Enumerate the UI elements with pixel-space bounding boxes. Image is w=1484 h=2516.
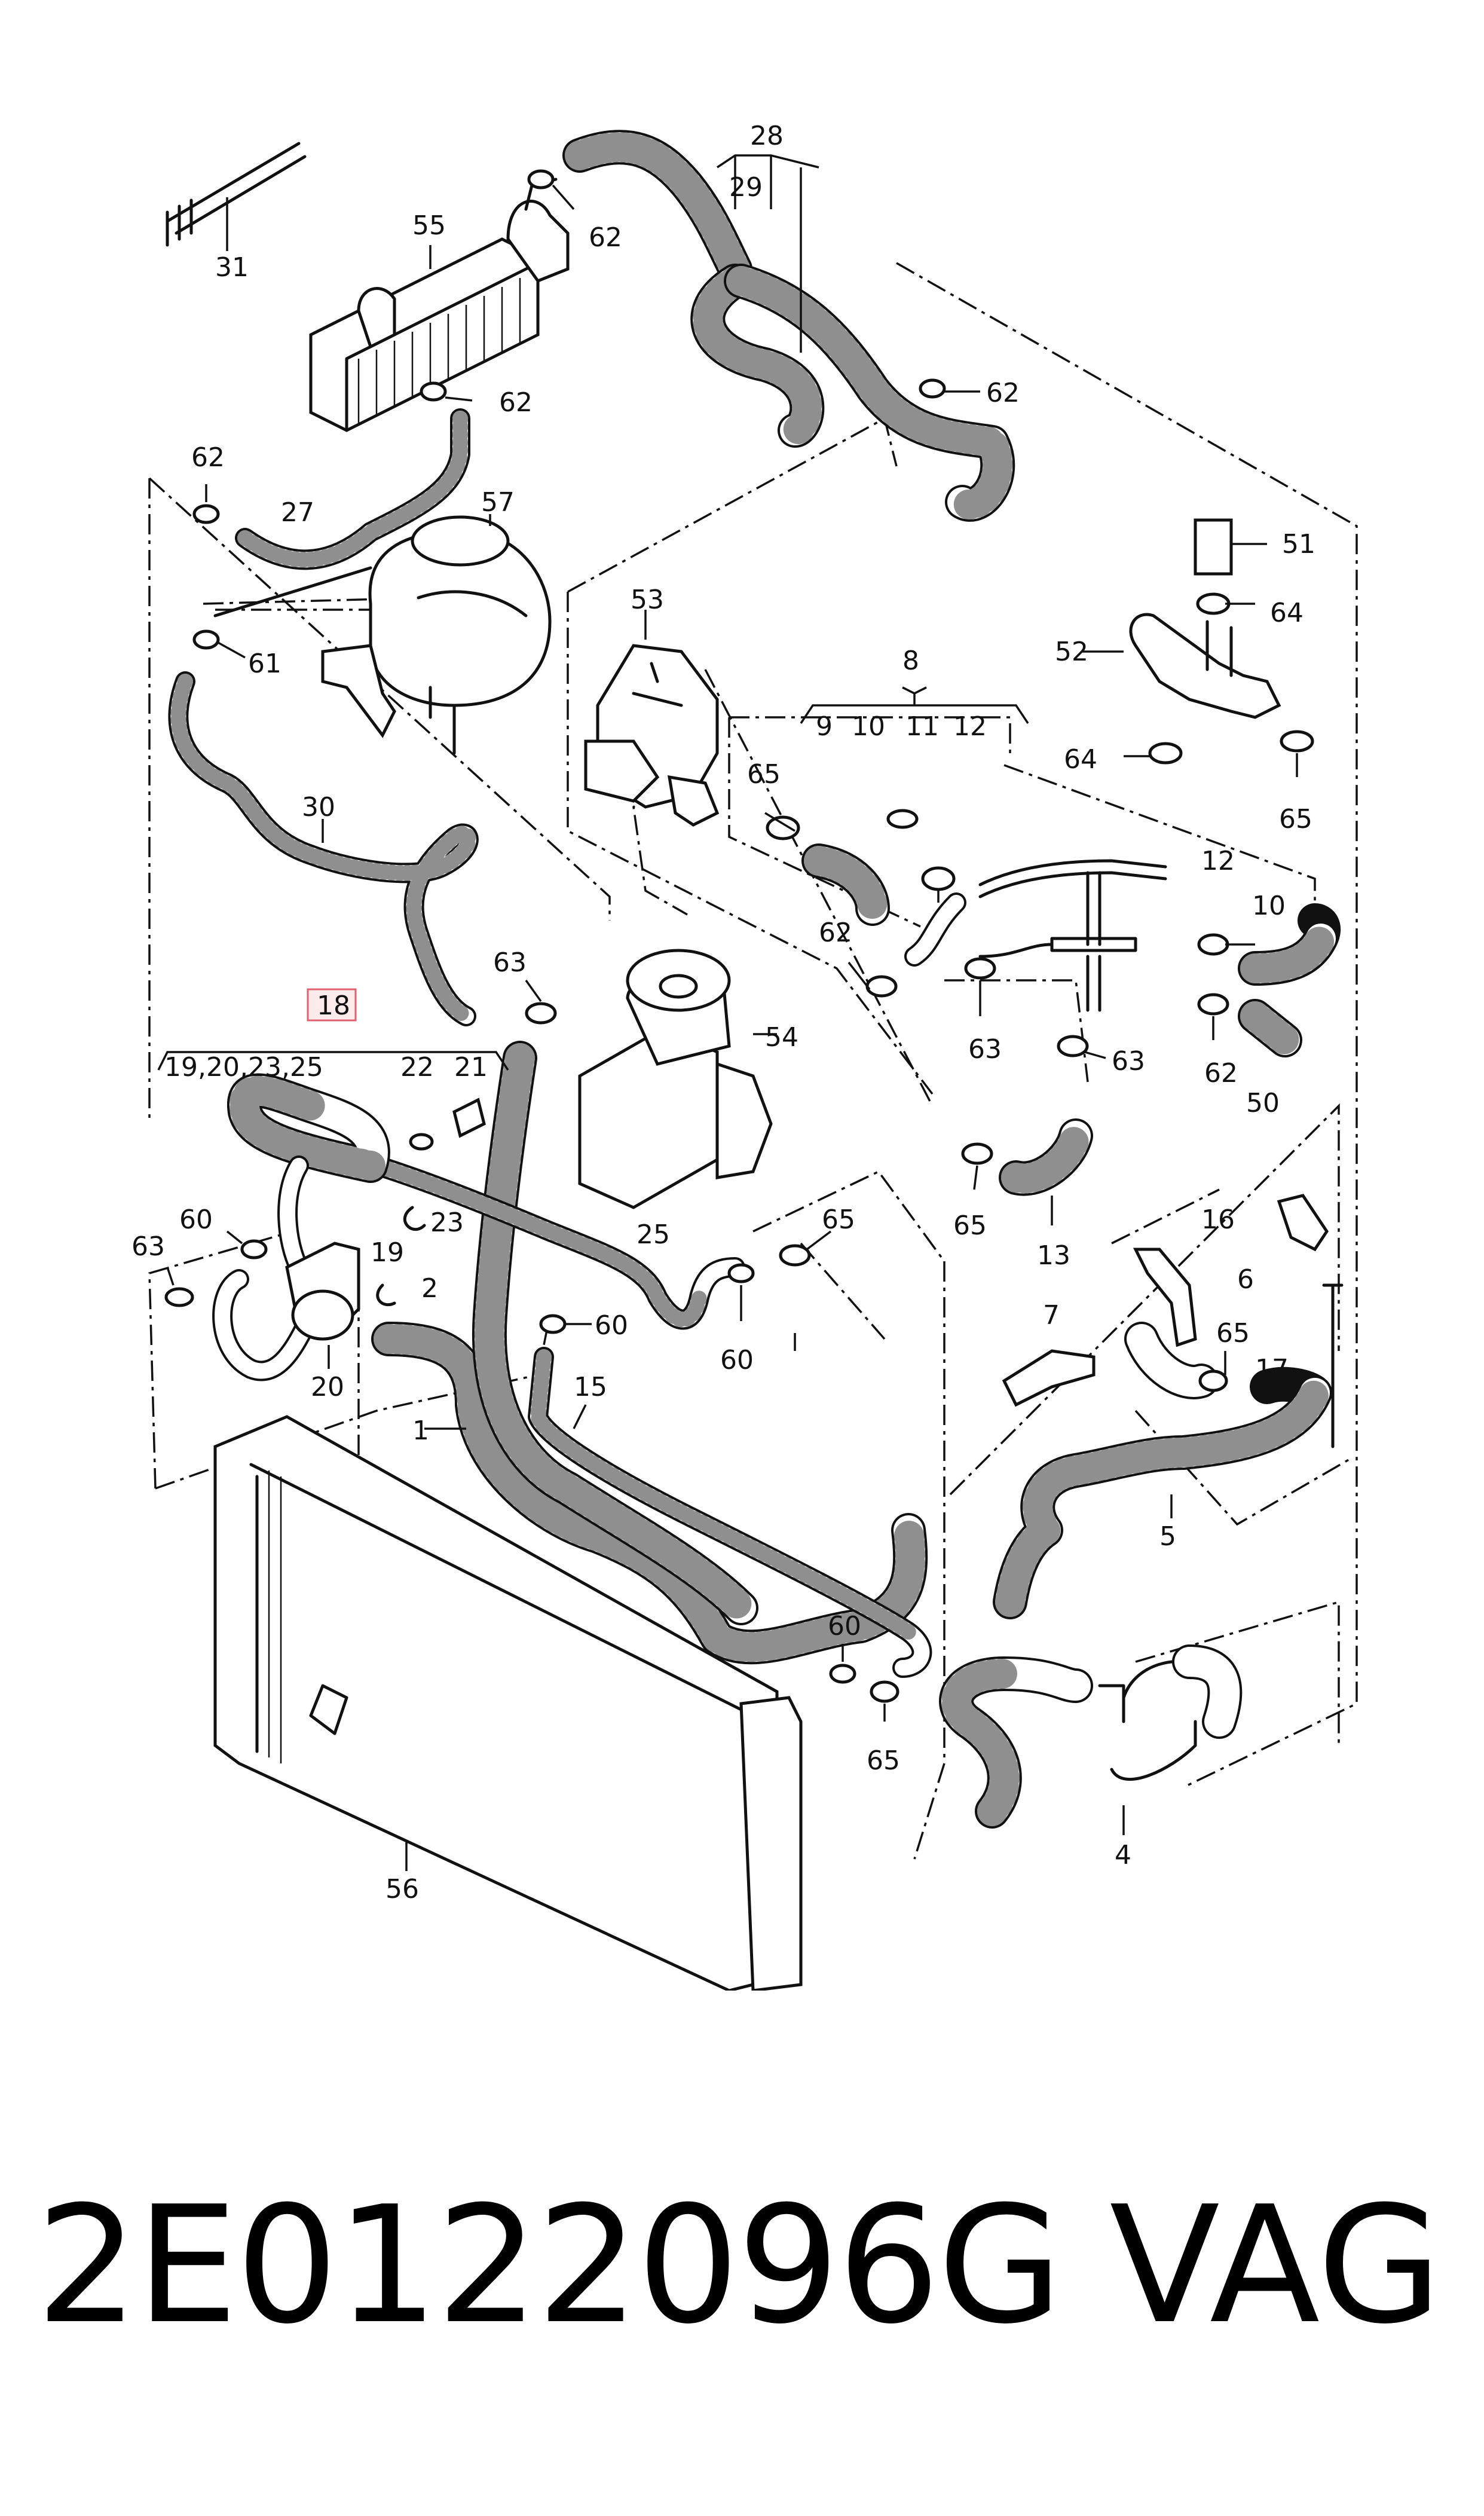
- pipe-6: [1124, 1248, 1219, 1399]
- callout-label: 22: [400, 1052, 434, 1083]
- callout-label: 62: [819, 918, 852, 948]
- callout-label: 29: [729, 172, 763, 203]
- small-parts: [376, 1097, 486, 1307]
- callout-label: 65: [747, 759, 781, 790]
- callout-label: 65: [1279, 804, 1312, 834]
- oil-filter-housing-54: [578, 949, 777, 1209]
- hose-5: [993, 1366, 1332, 1619]
- callout-label: 63: [968, 1034, 1002, 1065]
- callout-label: 64: [1270, 598, 1304, 628]
- callout-label: 52: [1055, 637, 1088, 667]
- callout-label: 65: [867, 1745, 900, 1776]
- hose-28: [562, 130, 1015, 522]
- callout-label: 11: [905, 711, 939, 742]
- clamps: [164, 169, 1314, 1722]
- callout-label: 54: [765, 1022, 798, 1053]
- callout-label: 56: [385, 1874, 419, 1904]
- callout-label: 10: [1252, 891, 1286, 921]
- callout-label: 62: [589, 222, 622, 253]
- callout-label: 1: [412, 1416, 429, 1446]
- callout-label: 62: [499, 387, 533, 418]
- callout-label: 10: [852, 711, 885, 742]
- callout-18-highlight: [307, 988, 357, 1022]
- callout-label: 25: [637, 1219, 670, 1250]
- callout-label: 50: [1246, 1088, 1280, 1118]
- bolt-17: [1322, 1283, 1344, 1448]
- callout-label: 63: [131, 1231, 165, 1262]
- hose-group-8: [800, 686, 1341, 1057]
- callout-label: 62: [191, 442, 225, 473]
- callout-label: 19,20,23,25: [164, 1052, 323, 1083]
- callout-label: 55: [412, 210, 446, 241]
- callout-label: 65: [1216, 1318, 1250, 1349]
- callout-label: 30: [302, 792, 335, 823]
- callout-label: 53: [631, 585, 664, 615]
- egr-cooler-55: [309, 178, 570, 432]
- hose-13: [999, 1118, 1093, 1225]
- callout-label: 20: [311, 1372, 344, 1402]
- callout-label: 13: [1037, 1240, 1070, 1271]
- callout-label: 62: [986, 378, 1020, 408]
- expansion-tank-57: [213, 514, 552, 755]
- callout-label: 65: [822, 1204, 855, 1235]
- part-number: 2E0122096G: [36, 2171, 1063, 2359]
- callout-label: 2: [421, 1273, 438, 1304]
- callout-label: 60: [720, 1345, 754, 1375]
- coolant-hose-exploded-diagram: 31 55 62 62 28 29 62 62 27 57 51 64 53 6…: [131, 121, 1358, 1991]
- callout-label: 64: [1064, 744, 1097, 775]
- callout-label: 17: [1255, 1354, 1289, 1384]
- hose-group-19: [157, 1051, 509, 1381]
- callout-label: 23: [430, 1207, 464, 1238]
- brand: VAG: [1109, 2171, 1442, 2359]
- thermostat-housing-53: [584, 610, 720, 827]
- callout-label: 31: [215, 252, 249, 283]
- callout-label: 5: [1159, 1521, 1176, 1552]
- callout-label: 18: [317, 990, 350, 1021]
- radiator-56: [213, 1415, 803, 1991]
- hose-25: [348, 1150, 745, 1330]
- callout-label: 12: [953, 711, 987, 742]
- callout-label: 51: [1282, 529, 1315, 560]
- callout-label: 63: [1112, 1046, 1145, 1077]
- hose-15: [528, 1347, 932, 1678]
- callout-label: 16: [1201, 1204, 1235, 1235]
- coolant-pipe-52: [1082, 518, 1281, 719]
- callout-label: 9: [816, 711, 833, 742]
- callout-label: 60: [828, 1611, 861, 1641]
- callout-label: 27: [281, 497, 314, 528]
- callout-label: 7: [1043, 1300, 1060, 1331]
- callout-label: 19: [371, 1237, 404, 1268]
- footer: 2E0122096G VAG: [0, 2176, 1484, 2367]
- hose-1: [371, 1041, 928, 1665]
- hose-4: [939, 1644, 1243, 1835]
- callout-label: 6: [1237, 1264, 1254, 1295]
- callout-label: 21: [454, 1052, 488, 1083]
- bracket-7: [1002, 1349, 1096, 1407]
- callout-label: 65: [953, 1210, 987, 1241]
- callout-label: 4: [1115, 1840, 1131, 1870]
- callout-label: 15: [574, 1372, 607, 1402]
- callout-label: 60: [595, 1310, 628, 1341]
- hose-30: [168, 671, 479, 1026]
- cable-tie-31: [166, 142, 307, 251]
- hose-27: [235, 408, 470, 570]
- callout-label: 63: [493, 947, 527, 978]
- pump-20: [285, 1242, 360, 1369]
- callout-label: 61: [248, 649, 281, 679]
- callout-label: 57: [481, 487, 515, 518]
- callout-label: 60: [179, 1204, 213, 1235]
- callout-label: 28: [750, 121, 784, 151]
- callout-labels: 31 55 62 62 28 29 62 62 27 57 51 64 53 6…: [131, 121, 1315, 1904]
- callout-label: 12: [1201, 846, 1235, 876]
- callout-label: 62: [1204, 1058, 1238, 1089]
- clip-16: [1277, 1194, 1329, 1252]
- callout-label: 8: [902, 646, 919, 676]
